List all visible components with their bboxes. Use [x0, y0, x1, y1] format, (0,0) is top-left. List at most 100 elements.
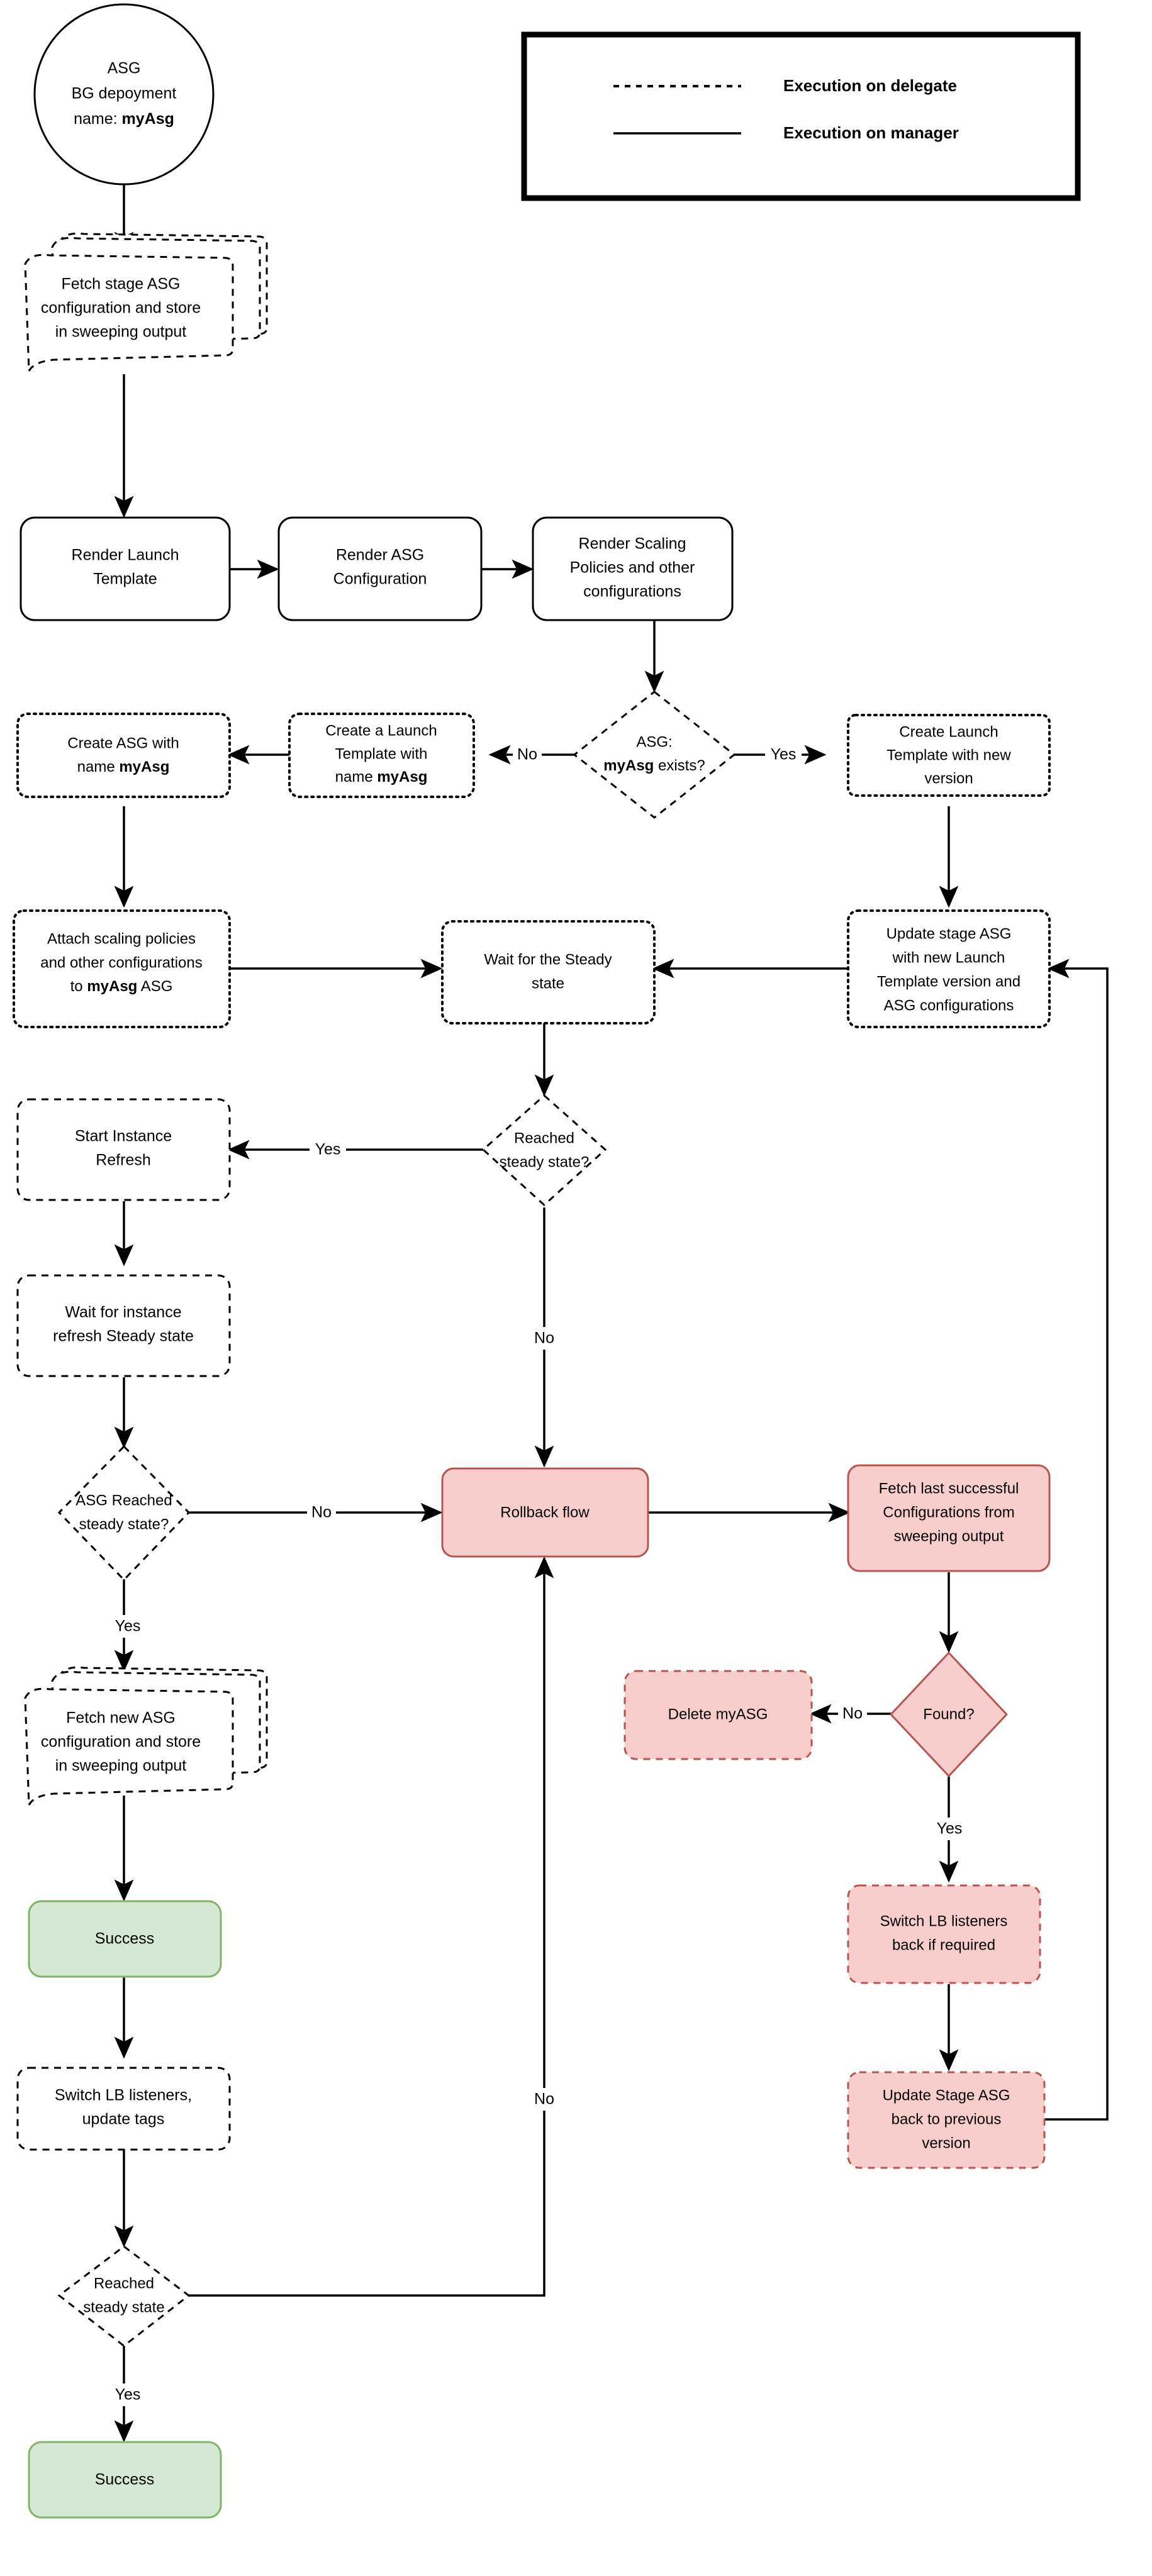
render-scaling-box[interactable] — [532, 516, 734, 621]
node-create-launch-template-new-version[interactable]: Create Launch Template with new version — [847, 714, 1051, 797]
fetch-stage-line3: in sweeping output — [55, 323, 187, 341]
render-asg-line2: Configuration — [333, 570, 427, 588]
reached-steady-line2: steady state? — [500, 1153, 590, 1170]
asg-exists-diamond[interactable] — [573, 691, 736, 819]
edge-label-steady2-yes: Yes — [115, 2386, 141, 2404]
rollback-flow-label: Rollback flow — [500, 1504, 590, 1521]
update-stage-line4: ASG configurations — [884, 997, 1014, 1014]
node-create-asg[interactable]: Create ASG with name myAsg — [16, 713, 231, 798]
edge-label-asg-reached-yes: Yes — [115, 1618, 141, 1635]
node-render-asg-configuration[interactable]: Render ASG Configuration — [277, 516, 483, 621]
node-found-decision[interactable]: Found? — [890, 1652, 1008, 1777]
reached-steady-2-diamond[interactable] — [57, 2245, 191, 2347]
edge-label-asg-exists-yes: Yes — [771, 746, 797, 763]
node-delete-myasg[interactable]: Delete myASG — [624, 1670, 813, 1760]
legend-label-delegate: Execution on delegate — [783, 76, 957, 95]
delete-myasg-box[interactable] — [624, 1670, 813, 1760]
edge-label-steady2-no: No — [534, 2090, 554, 2108]
node-fetch-last-successful[interactable]: Fetch last successful Configurations fro… — [847, 1464, 1051, 1572]
edge-reached2-no-to-rollback — [189, 1556, 554, 2297]
fetch-last-successful-box[interactable] — [847, 1464, 1051, 1572]
success-1-box[interactable] — [28, 1900, 222, 1978]
wait-instance-refresh-box[interactable] — [16, 1274, 231, 1377]
fetch-new-line3: in sweeping output — [55, 1757, 187, 1775]
render-launch-line1: Render Launch — [72, 547, 179, 564]
attach-scaling-line1: Attach scaling policies — [47, 930, 196, 947]
node-success-1[interactable]: Success — [28, 1900, 222, 1978]
render-scaling-line1: Render Scaling — [579, 535, 686, 553]
edge-update-stage-back-loop — [1044, 958, 1109, 2121]
attach-scaling-line3: to myAsg ASG — [70, 978, 173, 995]
wait-refresh-line1: Wait for instance — [65, 1304, 181, 1321]
node-start[interactable]: ASG BG depoyment name: myAsg — [33, 3, 215, 186]
node-wait-instance-refresh[interactable]: Wait for instance refresh Steady state — [16, 1274, 231, 1377]
start-instance-refresh-box[interactable] — [16, 1098, 231, 1201]
reached-steady-2-line1: Reached — [94, 2275, 154, 2292]
asg-reached-steady-diamond[interactable] — [57, 1445, 191, 1582]
update-stage-line1: Update stage ASG — [886, 925, 1012, 942]
node-asg-exists-decision[interactable]: ASG: myAsg exists? — [573, 691, 736, 819]
edge-label-found-no: No — [842, 1705, 863, 1723]
node-start-instance-refresh[interactable]: Start Instance Refresh — [16, 1098, 231, 1201]
render-asg-line1: Render ASG — [336, 547, 424, 564]
reached-steady-line1: Reached — [514, 1130, 574, 1146]
found-label: Found? — [923, 1706, 974, 1723]
node-reached-steady-state-decision[interactable]: Reached steady state? — [481, 1094, 607, 1207]
switch-lb-back-line2: back if required — [892, 1936, 995, 1953]
switch-lb-back-box[interactable] — [847, 1884, 1041, 1984]
edge-label-asg-reached-no: No — [311, 1504, 332, 1521]
edge-label-reached-no: No — [534, 1330, 554, 1347]
wait-steady-line1: Wait for the Steady — [484, 951, 612, 968]
edge-label-reached-yes: Yes — [315, 1141, 341, 1158]
start-ellipse[interactable] — [33, 3, 215, 186]
update-stage-line2: with new Launch — [892, 949, 1005, 966]
update-stage-asg-box[interactable] — [847, 909, 1051, 1028]
node-reached-steady-state-2[interactable]: Reached steady state — [57, 2245, 191, 2347]
node-attach-scaling-policies[interactable]: Attach scaling policies and other config… — [13, 909, 231, 1028]
create-asg-box[interactable] — [16, 713, 231, 798]
wait-refresh-line2: refresh Steady state — [53, 1328, 194, 1345]
fetch-stage-doc-front[interactable] — [24, 253, 234, 375]
node-update-stage-asg[interactable]: Update stage ASG with new Launch Templat… — [847, 909, 1051, 1028]
reached-steady-2-line2: steady state — [83, 2299, 164, 2316]
fetch-new-line1: Fetch new ASG — [66, 1709, 176, 1727]
node-fetch-new-asg-config[interactable]: Fetch new ASG configuration and store in… — [24, 1666, 268, 1809]
node-switch-lb-back[interactable]: Switch LB listeners back if required — [847, 1884, 1041, 1984]
switch-lb-tags-box[interactable] — [16, 2067, 231, 2151]
update-stage-line3: Template version and — [877, 973, 1021, 990]
node-render-scaling-policies[interactable]: Render Scaling Policies and other config… — [532, 516, 734, 621]
render-launch-template-box[interactable] — [20, 516, 231, 621]
update-stage-back-box[interactable] — [847, 2071, 1046, 2169]
wait-steady-box[interactable] — [441, 920, 656, 1024]
fetch-last-line2: Configurations from — [883, 1504, 1014, 1521]
node-fetch-stage-asg[interactable]: Fetch stage ASG configuration and store … — [24, 232, 268, 375]
create-lt-named-box[interactable] — [288, 713, 475, 798]
node-rollback-flow[interactable]: Rollback flow — [441, 1467, 649, 1558]
legend-label-manager: Execution on manager — [783, 123, 959, 142]
node-create-launch-template-named[interactable]: Create a Launch Template with name myAsg — [288, 713, 475, 798]
create-lt-new-line1: Create Launch — [899, 723, 998, 740]
reached-steady-diamond[interactable] — [481, 1094, 607, 1207]
found-diamond[interactable] — [890, 1652, 1008, 1777]
rollback-flow-box[interactable] — [441, 1467, 649, 1558]
render-asg-config-box[interactable] — [277, 516, 483, 621]
success-2-label: Success — [95, 2471, 154, 2489]
update-stage-back-line2: back to previous — [892, 2111, 1002, 2128]
edge-label-found-yes: Yes — [937, 1820, 963, 1838]
create-lt-new-box[interactable] — [847, 714, 1051, 797]
fetch-new-doc-front[interactable] — [24, 1687, 234, 1809]
attach-scaling-line2: and other configurations — [40, 954, 203, 971]
asg-exists-line2: myAsg exists? — [603, 757, 705, 774]
node-success-2[interactable]: Success — [28, 2441, 222, 2519]
success-2-box[interactable] — [28, 2441, 222, 2519]
node-render-launch-template[interactable]: Render Launch Template — [20, 516, 231, 621]
start-line1: ASG — [108, 60, 141, 77]
node-asg-reached-steady-decision[interactable]: ASG Reached steady state? — [57, 1445, 191, 1582]
node-wait-for-steady-state[interactable]: Wait for the Steady state — [441, 920, 656, 1024]
attach-scaling-box[interactable] — [13, 909, 231, 1028]
render-launch-line2: Template — [93, 570, 157, 588]
node-update-stage-asg-back[interactable]: Update Stage ASG back to previous versio… — [847, 2071, 1046, 2169]
node-switch-lb-update-tags[interactable]: Switch LB listeners, update tags — [16, 2067, 231, 2151]
switch-lb-back-line1: Switch LB listeners — [880, 1913, 1008, 1929]
